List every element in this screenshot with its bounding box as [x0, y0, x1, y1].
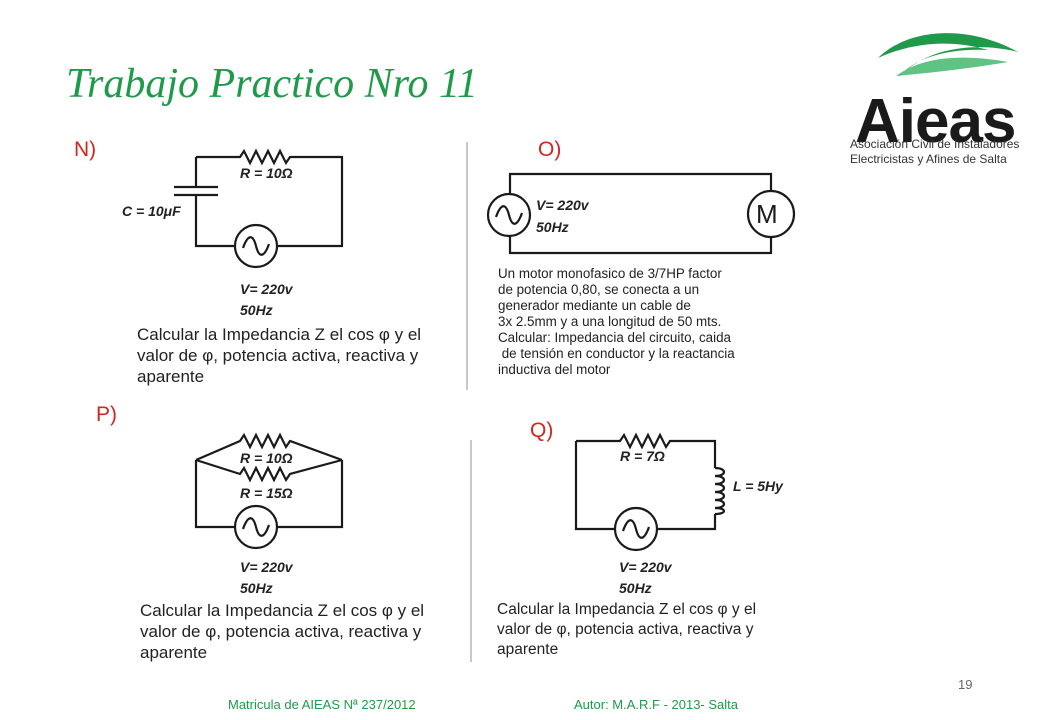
panel-n-frequency-label: 50Hz [240, 302, 273, 318]
panel-q-inductor-label: L = 5Hy [733, 478, 783, 494]
divider-bottom [470, 440, 472, 662]
panel-p-desc-line: aparente [140, 643, 208, 662]
panel-o-desc-line: 3x 2.5mm y a una longitud de 50 mts. [498, 314, 722, 329]
panel-q-resistor-label: R = 7Ω [620, 448, 665, 464]
panel-n-resistor-label: R = 10Ω [240, 165, 293, 181]
panel-o-description: Un motor monofasico de 3/7HP factor de p… [498, 266, 735, 378]
panel-o-desc-line: de potencia 0,80, se conecta a un [498, 282, 700, 297]
panel-p-voltage-label: V= 220v [240, 559, 293, 575]
footer-registration: Matricula de AIEAS Nª 237/2012 [228, 697, 416, 712]
panel-o-desc-line: generador mediante un cable de [498, 298, 691, 313]
panel-n-desc-line: Calcular la Impedancia Z el cos φ y el [137, 325, 422, 344]
panel-p-desc-line: Calcular la Impedancia Z el cos φ y el [140, 601, 425, 620]
panel-o-desc-line: Un motor monofasico de 3/7HP factor [498, 266, 722, 281]
logo-subtitle-line2: Electricistas y Afines de Salta [850, 152, 1007, 166]
panel-q-frequency-label: 50Hz [619, 580, 652, 596]
panel-n-letter: N) [74, 138, 97, 161]
logo-subtitle-line1: Asociación Civil de Instaladores [850, 137, 1020, 151]
panel-n-desc-line: aparente [137, 367, 205, 386]
panel-n-capacitor-label: C = 10μF [122, 203, 181, 219]
panel-n-voltage-label: V= 220v [240, 281, 293, 297]
panel-q-desc-line: aparente [497, 641, 559, 658]
page-number: 19 [958, 677, 973, 692]
motor-symbol: M [756, 199, 778, 229]
panel-o-frequency-label: 50Hz [536, 219, 569, 235]
panel-p-desc-line: valor de φ, potencia activa, reactiva y [140, 622, 422, 641]
panel-o-desc-line: de tensión en conductor y la reactancia [498, 346, 735, 361]
panel-o-desc-line: Calcular: Impedancia del circuito, caida [498, 330, 731, 345]
panel-p-r2-label: R = 15Ω [240, 485, 293, 501]
panel-q-voltage-label: V= 220v [619, 559, 672, 575]
page-title: Trabajo Practico Nro 11 [66, 61, 478, 107]
panel-n-description: Calcular la Impedancia Z el cos φ y el v… [137, 324, 421, 387]
leaf-logo-icon [878, 33, 1018, 78]
panel-q-desc-line: Calcular la Impedancia Z el cos φ y el [497, 601, 757, 618]
panel-o-desc-line: inductiva del motor [498, 362, 611, 377]
panel-q-letter: Q) [530, 419, 554, 442]
divider-top [466, 142, 468, 390]
logo-subtitle: Asociación Civil de Instaladores Electri… [850, 137, 1019, 167]
panel-q-description: Calcular la Impedancia Z el cos φ y el v… [497, 600, 756, 660]
footer-author: Autor: M.A.R.F - 2013- Salta [574, 697, 739, 712]
panel-p-description: Calcular la Impedancia Z el cos φ y el v… [140, 600, 424, 663]
panel-p-r1-label: R = 10Ω [240, 450, 293, 466]
panel-n-desc-line: valor de φ, potencia activa, reactiva y [137, 346, 419, 365]
panel-p-frequency-label: 50Hz [240, 580, 273, 596]
panel-q-desc-line: valor de φ, potencia activa, reactiva y [497, 621, 754, 638]
panel-o-voltage-label: V= 220v [536, 197, 589, 213]
panel-p-letter: P) [96, 403, 117, 426]
panel-o-letter: O) [538, 138, 562, 161]
logo-name: Aieas [855, 87, 1016, 156]
